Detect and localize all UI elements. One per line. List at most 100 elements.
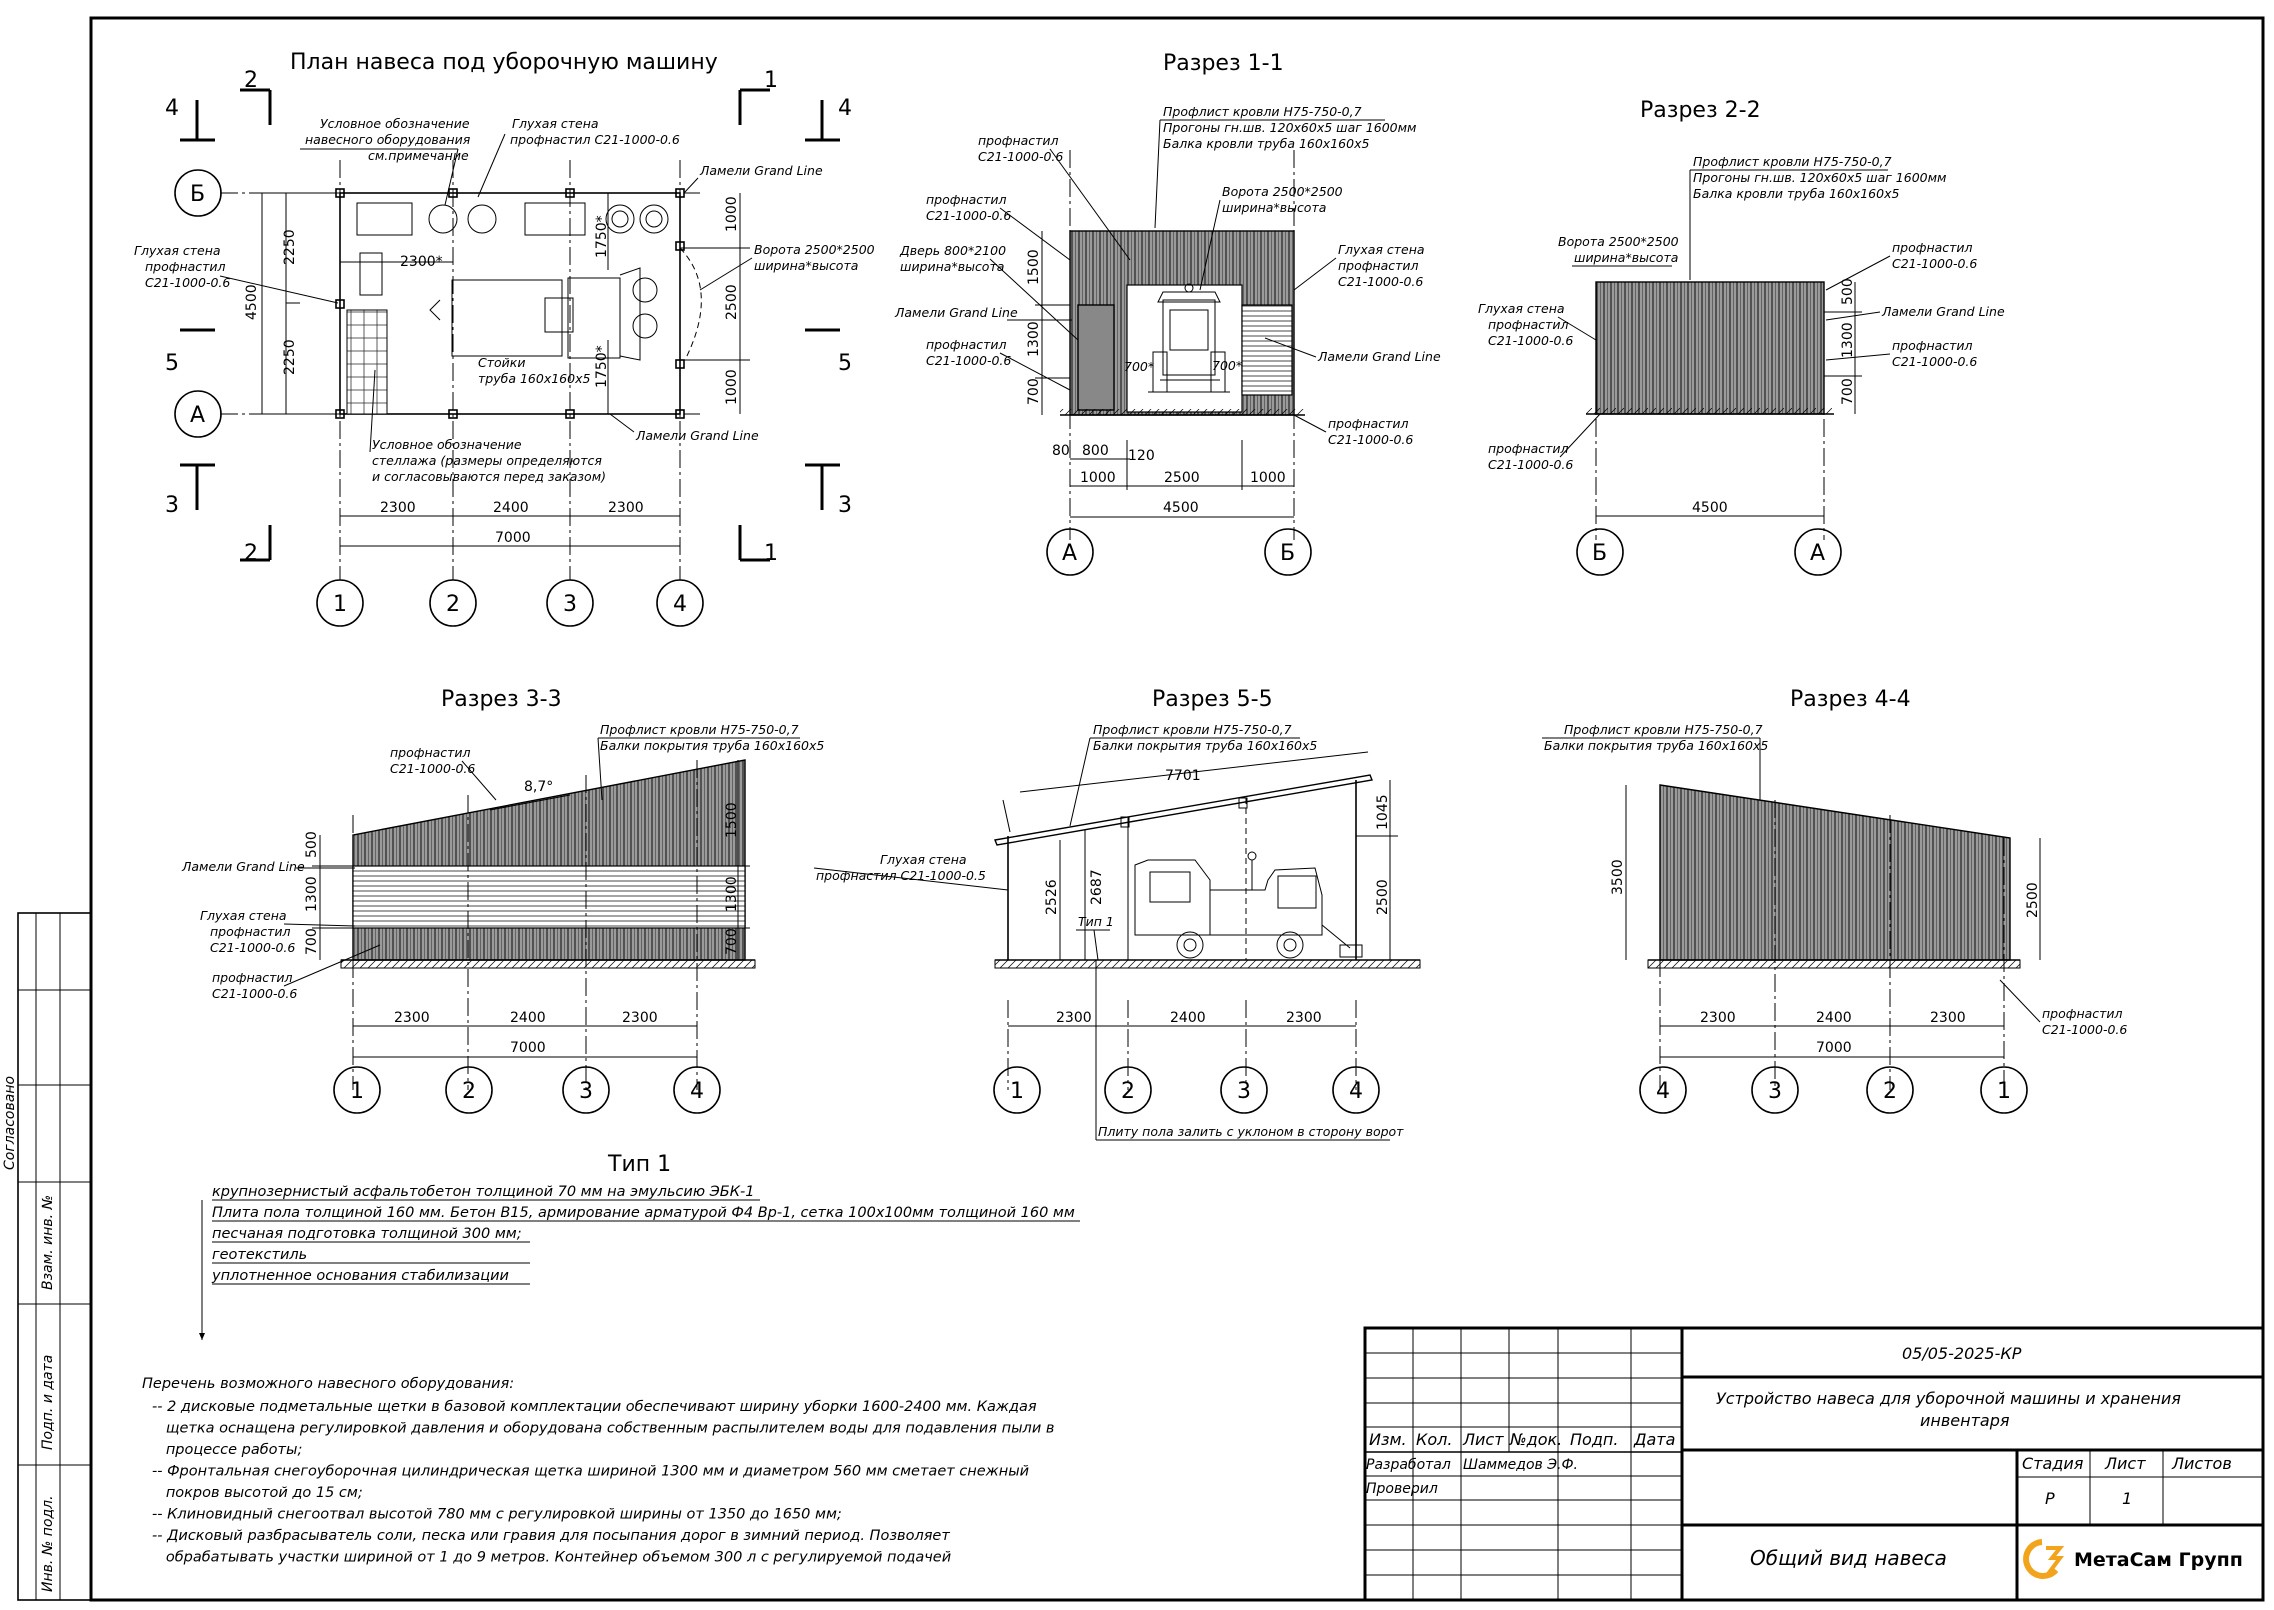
s22-dim-4500: 4500: [1692, 500, 1728, 516]
s33-prof2-a: профнастил: [212, 970, 293, 985]
cut3-right: 3: [838, 493, 852, 518]
s33-dim-500: 500: [304, 831, 320, 858]
s11-door-l1: Дверь 800*2100: [899, 243, 1006, 258]
tb-code: 05/05-2025-КР: [1902, 1344, 2022, 1363]
s11-bwall-l3: С21-1000-0.6: [1338, 274, 1423, 289]
s22-bwall-l3: С21-1000-0.6: [1488, 333, 1573, 348]
s33-prof2-b: С21-1000-0.6: [212, 986, 297, 1001]
s11-dim-800: 800: [1082, 443, 1109, 459]
notes-head: Перечень возможного навесного оборудован…: [142, 1376, 514, 1392]
s33-dim-700: 700: [304, 928, 320, 955]
cut3-left: 3: [165, 493, 179, 518]
s22-bwall-l1: Глухая стена: [1478, 301, 1565, 316]
tb-list-h: Лист: [2104, 1454, 2146, 1473]
plan-axis-4: 4: [673, 592, 687, 617]
s33-dim-1300: 1300: [304, 876, 320, 912]
s11-dim-1500: 1500: [1026, 249, 1042, 285]
s22-axis-B: Б: [1592, 541, 1607, 566]
plan-dim-2250b: 2250: [282, 339, 298, 375]
s33-angle: 8,7°: [524, 779, 553, 795]
s11-bwall-l1: Глухая стена: [1338, 242, 1425, 257]
plan-posts-l1: Стойки: [478, 355, 525, 370]
plan-axis-B: Б: [190, 182, 205, 207]
s44-dim-b7000: 7000: [1816, 1040, 1852, 1056]
s33-bwall-l3: С21-1000-0.6: [210, 940, 295, 955]
s33-axis-1: 1: [350, 1079, 364, 1104]
layer-item: крупнозернистый асфальтобетон толщиной 7…: [212, 1184, 754, 1200]
s33-prof1-a: профнастил: [390, 745, 471, 760]
s55-roof-l2: Балки покрытия труба 160х160х5: [1093, 738, 1317, 753]
tb-stage: Р: [2045, 1489, 2055, 1508]
plan-dim-b2300b: 2300: [608, 500, 644, 516]
plan-axis-1: 1: [333, 592, 347, 617]
plan-dim-b2400: 2400: [493, 500, 529, 516]
s11-dim-1300: 1300: [1026, 321, 1042, 357]
tb-razr-name: Шаммедов Э.Ф.: [1463, 1457, 1578, 1473]
s11-prof4-b: С21-1000-0.6: [1328, 432, 1413, 447]
s11-roof-l1: Профлист кровли Н75-750-0,7: [1163, 104, 1362, 119]
cut5-left: 5: [165, 351, 179, 376]
s22-roof-l2: Прогоны гн.шв. 120х60х5 шаг 1600мм: [1693, 170, 1946, 185]
tb-h-izm: Изм.: [1369, 1430, 1407, 1449]
note-line: процессе работы;: [152, 1442, 302, 1458]
s11-dim-1000a: 1000: [1080, 470, 1116, 486]
s11-dim-700: 700: [1026, 378, 1042, 405]
s11-prof2-b: С21-1000-0.6: [926, 208, 1011, 223]
plan-gate-l2: ширина*высота: [754, 258, 858, 273]
note-line: -- Клиновидный снегоотвал высотой 780 мм…: [152, 1507, 842, 1523]
tb-stage-h: Стадия: [2022, 1454, 2084, 1473]
plan-dim-r1000b: 1000: [724, 369, 740, 405]
s11-lamelli2: Ламели Grand Line: [1317, 349, 1441, 364]
s22-bwall-l2: профнастил: [1488, 317, 1569, 332]
tb-h-data: Дата: [1633, 1430, 1675, 1449]
title-block: Изм. Кол. Лист №док. Подп. Дата Разработ…: [1363, 1326, 2265, 1602]
s44-axis-3: 3: [1768, 1079, 1782, 1104]
plan-dim-2250a: 2250: [282, 229, 298, 265]
s55-axis-1: 1: [1010, 1079, 1024, 1104]
s11-dim-700a: 700*: [1124, 359, 1154, 374]
s11-prof1-b: С21-1000-0.6: [978, 149, 1063, 164]
s11-roof-l3: Балка кровли труба 160х160х5: [1163, 136, 1369, 151]
notes-lines: -- 2 дисковые подметальные щетки в базов…: [152, 1399, 1054, 1566]
s22-roof-l3: Балка кровли труба 160х160х5: [1693, 186, 1899, 201]
cut4-left: 4: [165, 96, 179, 121]
s22-dim-500: 500: [1840, 278, 1856, 305]
s11-roof-l2: Прогоны гн.шв. 120х60х5 шаг 1600мм: [1163, 120, 1416, 135]
s33-axis-2: 2: [462, 1079, 476, 1104]
layer-item: песчаная подготовка толщиной 300 мм;: [212, 1226, 522, 1242]
s22-title: Разрез 2-2: [1640, 98, 1761, 123]
plan-lwall-l3: С21-1000-0.6: [145, 275, 230, 290]
cut5-right: 5: [838, 351, 852, 376]
s22-axis-A: А: [1810, 541, 1825, 566]
plan-dim-r1000a: 1000: [724, 196, 740, 232]
s11-door-l2: ширина*высота: [900, 259, 1004, 274]
plan-shelf-l2: стеллажа (размеры определяются: [372, 453, 602, 468]
tb-company: МетаСам Групп: [2074, 1549, 2243, 1571]
s22-prof2-b: С21-1000-0.6: [1892, 354, 1977, 369]
tb-listov-h: Листов: [2171, 1454, 2232, 1473]
s22-dim-1300: 1300: [1840, 322, 1856, 358]
plan-dim-1750b: 1750*: [594, 345, 610, 388]
s22-gate-l1: Ворота 2500*2500: [1558, 234, 1679, 249]
tip1-layers: Тип 1 крупнозернистый асфальтобетон толщ…: [199, 1152, 1080, 1340]
s11-lamelli: Ламели Grand Line: [894, 305, 1018, 320]
plan-lwall-l1: Глухая стена: [134, 243, 221, 258]
plan-axis-3: 3: [563, 592, 577, 617]
note-line: обрабатывать участки шириной от 1 до 9 м…: [152, 1550, 951, 1566]
s33-dim-b2300a: 2300: [394, 1010, 430, 1026]
plan-view: План навеса под уборочную машину: [134, 50, 875, 627]
layer-list: крупнозернистый асфальтобетон толщиной 7…: [211, 1184, 1080, 1285]
s44-dim-2500: 2500: [2025, 882, 2041, 918]
plan-lamelli-bottom: Ламели Grand Line: [635, 428, 759, 443]
s11-prof2-a: профнастил: [926, 192, 1007, 207]
tb-list: 1: [2122, 1489, 2132, 1508]
s44-prof-a: профнастил: [2042, 1006, 2123, 1021]
s22-prof3-b: С21-1000-0.6: [1488, 457, 1573, 472]
s11-prof3-a: профнастил: [926, 337, 1007, 352]
tb-prov: Проверил: [1366, 1481, 1438, 1497]
plan-dim-2300s: 2300*: [400, 254, 443, 270]
s11-gate-l2: ширина*высота: [1222, 200, 1326, 215]
s55-dim-b2300a: 2300: [1056, 1010, 1092, 1026]
cut1-bot: 1: [764, 541, 778, 566]
plan-dim-b2300a: 2300: [380, 500, 416, 516]
